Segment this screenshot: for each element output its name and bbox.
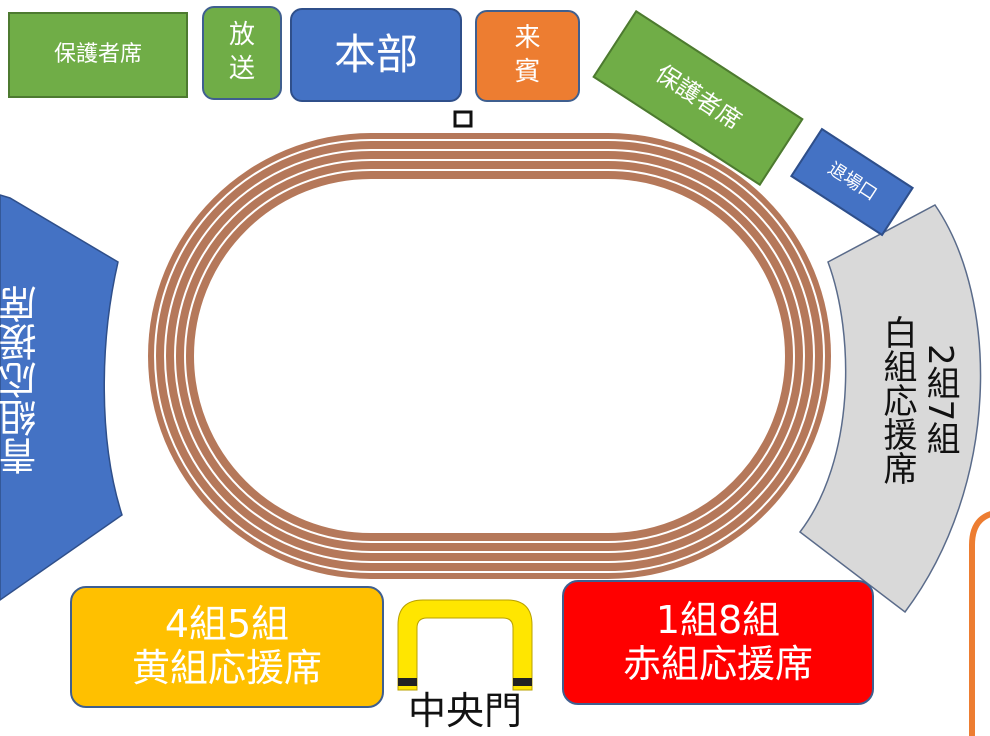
guest-label: 来賓	[514, 23, 541, 87]
blue-cheer-area	[0, 194, 123, 601]
yellow-cheer-label: 黄組応援席	[131, 646, 322, 690]
red-classes-label: 1組8組	[655, 597, 781, 642]
broadcast-label: 放送	[228, 20, 255, 84]
running-track	[148, 133, 831, 579]
headquarters-label: 本部	[333, 29, 418, 79]
guardian-seat-left: 保護者席	[8, 12, 188, 98]
blue-cheer-text: 青組応援席	[0, 250, 52, 510]
white-classes-label: 2組7組	[920, 344, 961, 456]
central-gate-label: 中央門	[407, 689, 522, 734]
white-cheer-text: 2組7組 白組応援席	[868, 255, 968, 545]
white-cheer-label: 白組応援席	[877, 315, 917, 485]
central-gate-label-box: 中央門	[385, 688, 545, 736]
guardian-seat-right-label: 保護者席	[650, 59, 747, 136]
blue-cheer-label: 青組応援席	[0, 285, 44, 475]
yellow-classes-label: 4組5組	[164, 602, 290, 647]
orange-area-edge	[969, 511, 990, 736]
broadcast-booth: 放送	[202, 6, 282, 100]
white-cheer-area	[798, 204, 982, 614]
red-cheer-area: 1組8組 赤組応援席	[562, 580, 874, 705]
yellow-cheer-area: 4組5組 黄組応援席	[70, 586, 384, 708]
guest-seat: 来賓	[475, 10, 580, 102]
red-cheer-label: 赤組応援席	[622, 641, 813, 686]
guardian-seat-left-label: 保護者席	[53, 42, 142, 68]
exit-label: 退場口	[824, 157, 881, 205]
central-gate-icon	[397, 599, 533, 691]
marker-square	[453, 110, 473, 128]
headquarters-box: 本部	[290, 8, 462, 102]
